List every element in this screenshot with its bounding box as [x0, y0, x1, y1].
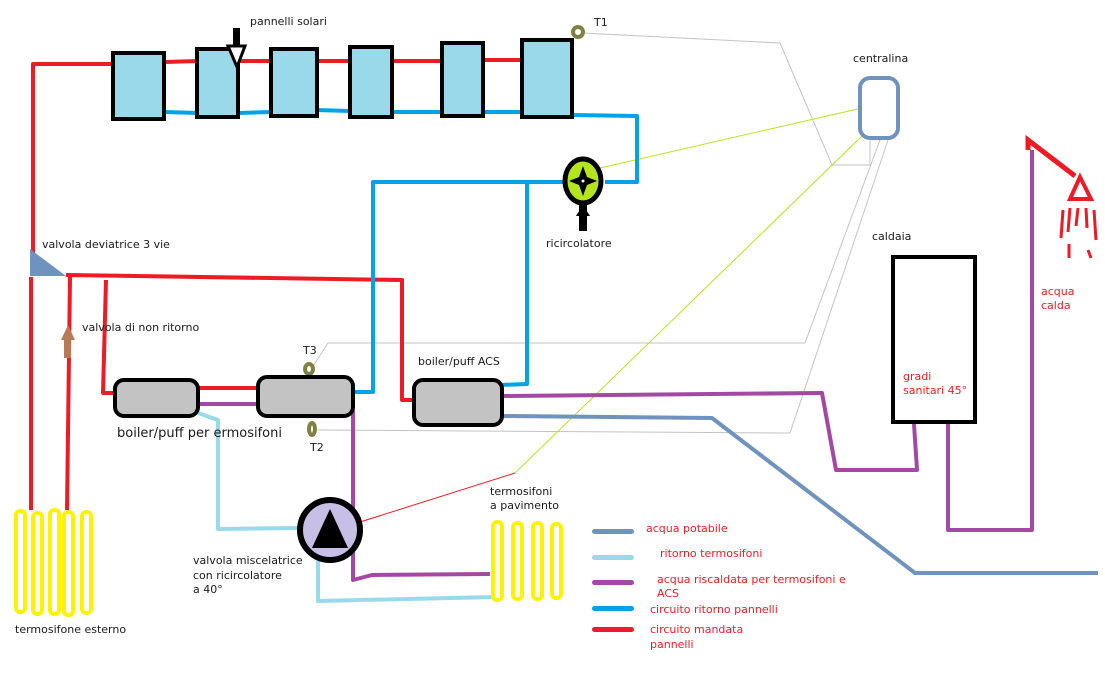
pipe-return-main — [352, 180, 565, 394]
return-pipes — [164, 108, 639, 394]
outdoor-radiator-icon — [14, 508, 93, 617]
boiler-box — [891, 255, 977, 424]
pipe-return-to-pump — [571, 113, 639, 184]
sensor-icon — [303, 25, 585, 437]
sensor-t3 — [303, 362, 315, 376]
tank-acs — [412, 378, 504, 427]
down-arrow-icon — [225, 28, 248, 71]
label-sensor-t2: T2 — [310, 441, 324, 454]
wire-mixer-red — [359, 472, 516, 523]
label-tank-heating: boiler/puff per ermosifoni — [117, 426, 282, 441]
label-floor-heating-1: termosifoni — [490, 485, 553, 498]
control-wires — [311, 32, 889, 434]
label-sensor-t1: T1 — [594, 16, 608, 29]
legend-label: circuito mandata — [650, 623, 744, 636]
pipe-acs-to-boiler — [501, 391, 919, 472]
solar-panel — [195, 47, 240, 119]
label-sensor-t3: T3 — [303, 344, 317, 357]
tank-heating-1 — [113, 378, 200, 418]
legend-label: acqua riscaldata per termosifoni e — [657, 573, 846, 586]
label-boiler: caldaia — [872, 230, 912, 243]
solar-panel — [520, 38, 574, 119]
label-hot-water-1: acqua — [1041, 285, 1075, 298]
legend-swatch — [592, 580, 634, 585]
wire-circulator — [599, 107, 863, 169]
solar-panel — [348, 45, 394, 119]
label-solar-panels: pannelli solari — [250, 15, 327, 28]
sensor-t1 — [571, 25, 585, 39]
signal-wires — [359, 107, 863, 523]
legend-swatch — [592, 555, 634, 560]
label-mixer-2: con ricircolatore — [193, 569, 282, 582]
pipe-return-tank1-mixer — [197, 411, 301, 531]
legend-label: ritorno termosifoni — [660, 547, 763, 560]
pipe-supply-down-right — [65, 276, 72, 511]
pipe-panel-return-link — [237, 110, 271, 115]
pipe-supply-tank1 — [101, 279, 115, 395]
pipe-supply-panels-main — [31, 62, 115, 255]
label-tank-acs: boiler/puff ACS — [418, 355, 500, 368]
mixer-valve-icon — [297, 497, 363, 563]
shower-icon — [1025, 134, 1098, 259]
solar-panel — [111, 51, 166, 121]
legend-label: circuito ritorno pannelli — [650, 603, 778, 616]
solar-panels — [111, 38, 574, 121]
pipe-supply-main — [65, 273, 415, 402]
controller-box — [858, 76, 900, 140]
pipe-return-acs — [499, 182, 529, 387]
pipe-panel-link — [164, 59, 199, 64]
heated-pipes — [198, 150, 1034, 582]
pipe-potable — [501, 414, 1098, 575]
tanks — [113, 375, 504, 427]
solar-panel — [269, 47, 319, 118]
label-check-valve: valvola di non ritorno — [82, 321, 200, 334]
label-mixer-3: a 40° — [193, 583, 223, 596]
floor-radiator-icon — [491, 520, 563, 602]
wire-t2 — [317, 139, 889, 434]
pipe-tank2-to-floor — [351, 410, 491, 582]
legend-swatch — [592, 529, 634, 534]
check-valve-arrow-icon — [61, 325, 75, 358]
wire-t1 — [582, 32, 871, 166]
pipe-boiler-to-tap — [946, 150, 1034, 532]
label-boiler-temp-1: gradi — [903, 370, 932, 383]
solar-panel — [440, 41, 485, 118]
legend-swatch — [592, 606, 634, 611]
tank-heating-2 — [256, 375, 355, 418]
label-mixer-1: valvola miscelatrice — [193, 554, 303, 567]
label-outdoor-radiator: termosifone esterno — [15, 623, 127, 636]
pipe-panel-return-link — [315, 108, 351, 113]
radiator-return-pipes — [197, 411, 496, 603]
legend-swatch — [592, 627, 634, 632]
label-boiler-temp-2: sanitari 45° — [903, 384, 968, 397]
supply-pipes — [29, 58, 522, 511]
pipe-return-floor-mixer — [316, 561, 496, 603]
sensor-t2 — [307, 421, 317, 437]
label-floor-heating-2: a pavimento — [490, 499, 560, 512]
diverter-valve-icon — [30, 249, 66, 276]
legend-label-2: ACS — [657, 587, 679, 600]
label-diverter-valve: valvola deviatrice 3 vie — [42, 238, 170, 251]
label-hot-water-2: calda — [1041, 299, 1071, 312]
label-circulator: ricircolatore — [546, 237, 612, 250]
wire-t3 — [311, 139, 881, 369]
label-controller: centralina — [853, 52, 909, 65]
legend-label-2: pannelli — [650, 638, 694, 651]
pipe-panel-return-link — [164, 110, 199, 115]
circulator-pump-icon — [562, 156, 604, 231]
legend-label: acqua potabile — [646, 522, 728, 535]
